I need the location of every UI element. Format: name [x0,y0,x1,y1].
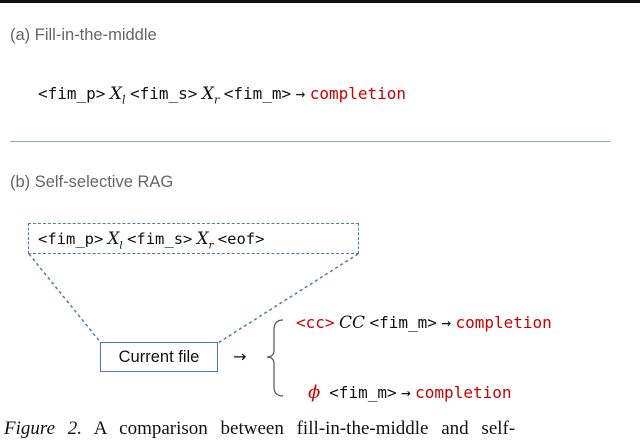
top-rule [0,0,640,3]
section-a-label: (a) Fill-in-the-middle [10,26,157,44]
cc-tag-token: <cc> [296,313,335,332]
zoom-line-right [217,253,359,344]
arrow-icon: → [401,383,411,402]
fim-m-token: <fim_m> [369,313,437,332]
branch-bottom-sequence: ϕ <fim_m> → completion [308,382,511,403]
x-r-symbol: Xr [196,229,214,252]
fim-sequence: <fim_p> Xl <fim_s> Xr <fim_m> → completi… [38,84,406,106]
phi-symbol: ϕ [308,382,321,403]
zoom-line-left [28,253,102,344]
x-l-symbol: Xl [109,84,126,107]
x-l-symbol: Xl [107,229,123,252]
figure-caption: Figure 2. A comparison between fill-in-t… [4,418,515,440]
fim-m-token: <fim_m> [329,383,397,402]
fim-s-token: <fim_s> [129,84,198,103]
completion-token: completion [455,313,552,332]
x-r-symbol: Xr [201,84,220,107]
current-file-box: Current file [100,342,218,372]
context-dashed-box [28,223,359,254]
context-sequence: <fim_p> Xl <fim_s> Xr <eof> [38,229,264,251]
completion-token: completion [415,383,512,402]
fim-p-token: <fim_p> [38,84,106,103]
eof-token: <eof> [217,230,265,248]
arrow-icon: → [441,313,451,332]
section-b-label: (b) Self-selective RAG [10,173,174,191]
fim-m-token: <fim_m> [223,84,292,103]
arrow-icon: → [233,347,247,366]
cc-symbol: CC [338,313,365,333]
branch-brace [266,319,284,397]
branch-top-sequence: <cc> CC <fim_m> → completion [296,313,552,333]
arrow-icon: → [295,84,306,103]
caption-text: A comparison between fill-in-the-middle … [93,418,516,439]
completion-token: completion [309,84,407,103]
caption-label: Figure 2. [4,418,83,439]
section-divider [10,141,610,142]
fim-p-token: <fim_p> [38,230,104,248]
fim-s-token: <fim_s> [127,230,193,248]
